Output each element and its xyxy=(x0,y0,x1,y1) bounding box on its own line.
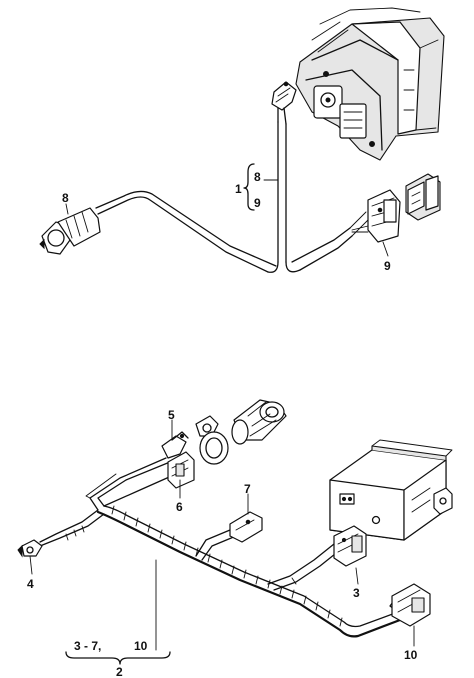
callout-brace-2 xyxy=(65,651,171,665)
connector-3 xyxy=(333,525,367,567)
connector-housing-6 xyxy=(167,451,195,489)
connector-10 xyxy=(391,583,431,627)
callout-1: 1 xyxy=(235,182,242,196)
callout-3: 3 xyxy=(353,586,360,600)
branch-to-7 xyxy=(195,529,237,561)
callout-4: 4 xyxy=(27,577,34,591)
dashboard-housing xyxy=(295,7,445,161)
callout-9-brace: 9 xyxy=(254,196,261,210)
plug-connector-5 xyxy=(161,431,189,459)
dashboard-connector xyxy=(271,81,297,125)
callout-9: 9 xyxy=(384,259,391,273)
callout-8: 8 xyxy=(62,191,69,205)
main-cable-vertical xyxy=(267,121,301,273)
cable-to-lamp-socket xyxy=(95,190,277,273)
rocker-switch xyxy=(405,173,441,221)
lamp-socket xyxy=(39,207,101,255)
callout-3-7: 3 - 7, xyxy=(74,639,101,653)
callout-10-brace: 10 xyxy=(134,639,148,653)
callout-10: 10 xyxy=(404,648,418,662)
callout-6: 6 xyxy=(176,500,183,514)
cable-to-switch xyxy=(291,211,369,271)
branch-lower-left xyxy=(39,509,105,547)
callout-2: 2 xyxy=(116,665,123,678)
callout-8-brace: 8 xyxy=(254,170,261,184)
callout-brace-1 xyxy=(243,163,279,211)
switch-connector xyxy=(367,189,401,243)
main-harness xyxy=(96,505,402,638)
control-unit xyxy=(329,439,453,541)
callout-5: 5 xyxy=(168,408,175,422)
plug-4 xyxy=(17,539,43,558)
branch-to-3 xyxy=(267,543,341,591)
branch-upper-left xyxy=(85,457,177,511)
callout-7: 7 xyxy=(244,482,251,496)
connector-7 xyxy=(229,511,263,543)
lighter-parts xyxy=(195,399,287,465)
